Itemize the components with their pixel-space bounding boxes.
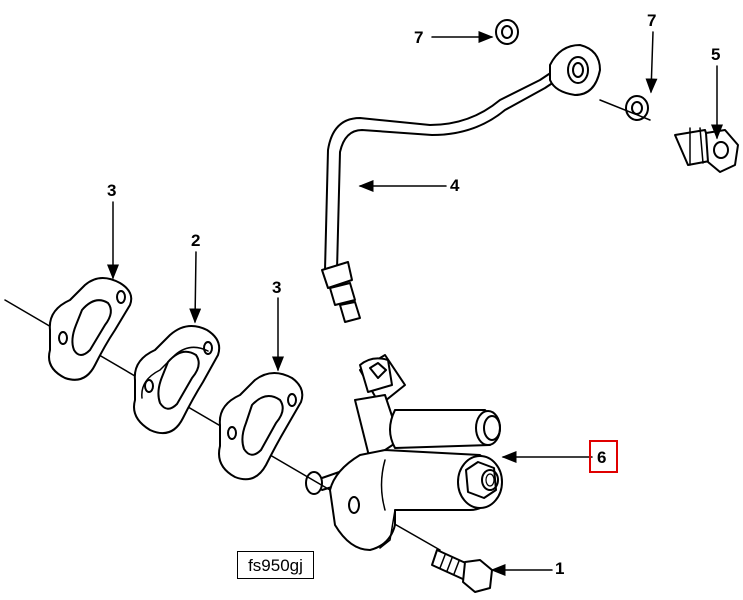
mounting-bolt xyxy=(431,549,493,593)
callout-6-fuel-pump: 6 xyxy=(597,448,607,467)
fuel-pump xyxy=(329,354,503,551)
gasket-outer xyxy=(48,277,133,381)
figure-id-label: fs950gj xyxy=(237,551,314,579)
callout-4-fuel-line: 4 xyxy=(450,176,460,195)
callout-7-washer-left: 7 xyxy=(414,28,424,47)
callout-7-washer-right: 7 xyxy=(647,11,657,30)
gasket-inner xyxy=(218,372,304,481)
callout-2-spacer: 2 xyxy=(191,231,201,250)
callout-3-gasket-inner: 3 xyxy=(272,278,282,297)
callout-1-mounting-bolt: 1 xyxy=(555,559,565,578)
fuel-line xyxy=(321,44,601,323)
o-ring xyxy=(305,471,323,495)
washer-top-right xyxy=(625,95,649,121)
callout-3-gasket-outer: 3 xyxy=(107,181,117,200)
washer-top-left xyxy=(495,19,519,45)
callout-leaders xyxy=(107,31,723,576)
callout-highlight-box xyxy=(589,440,618,473)
spacer xyxy=(133,325,221,434)
callout-5-banjo-bolt: 5 xyxy=(711,45,721,64)
banjo-bolt xyxy=(599,99,739,173)
